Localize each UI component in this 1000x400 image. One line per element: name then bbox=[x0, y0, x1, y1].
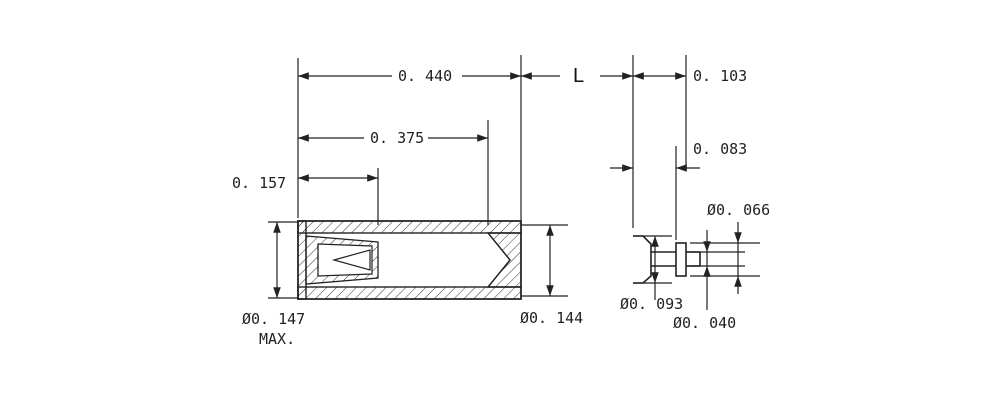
dim-L-label: L bbox=[573, 65, 584, 87]
dimension-labels: 0. 440 L 0. 103 0. 375 0. 083 0. 157 Ø0.… bbox=[232, 65, 770, 348]
dimension-lines bbox=[273, 72, 742, 310]
dim-0144-label: Ø0. 144 bbox=[520, 309, 583, 327]
dim-0375-label: 0. 375 bbox=[370, 129, 424, 147]
dim-0440-label: 0. 440 bbox=[398, 67, 452, 85]
dim-0093-label: Ø0. 093 bbox=[620, 295, 683, 313]
barrel-body bbox=[297, 220, 522, 300]
dim-max-label: MAX. bbox=[259, 330, 295, 348]
dim-0066-label: Ø0. 066 bbox=[707, 201, 770, 219]
dim-0157-label: 0. 157 bbox=[232, 174, 286, 192]
tail-pin bbox=[633, 235, 701, 284]
contact-insert bbox=[305, 235, 379, 285]
dim-0103-label: 0. 103 bbox=[693, 67, 747, 85]
dim-0040-label: Ø0. 040 bbox=[673, 314, 736, 332]
dim-0083-label: 0. 083 bbox=[693, 140, 747, 158]
dim-0147-label: Ø0. 147 bbox=[242, 310, 305, 328]
